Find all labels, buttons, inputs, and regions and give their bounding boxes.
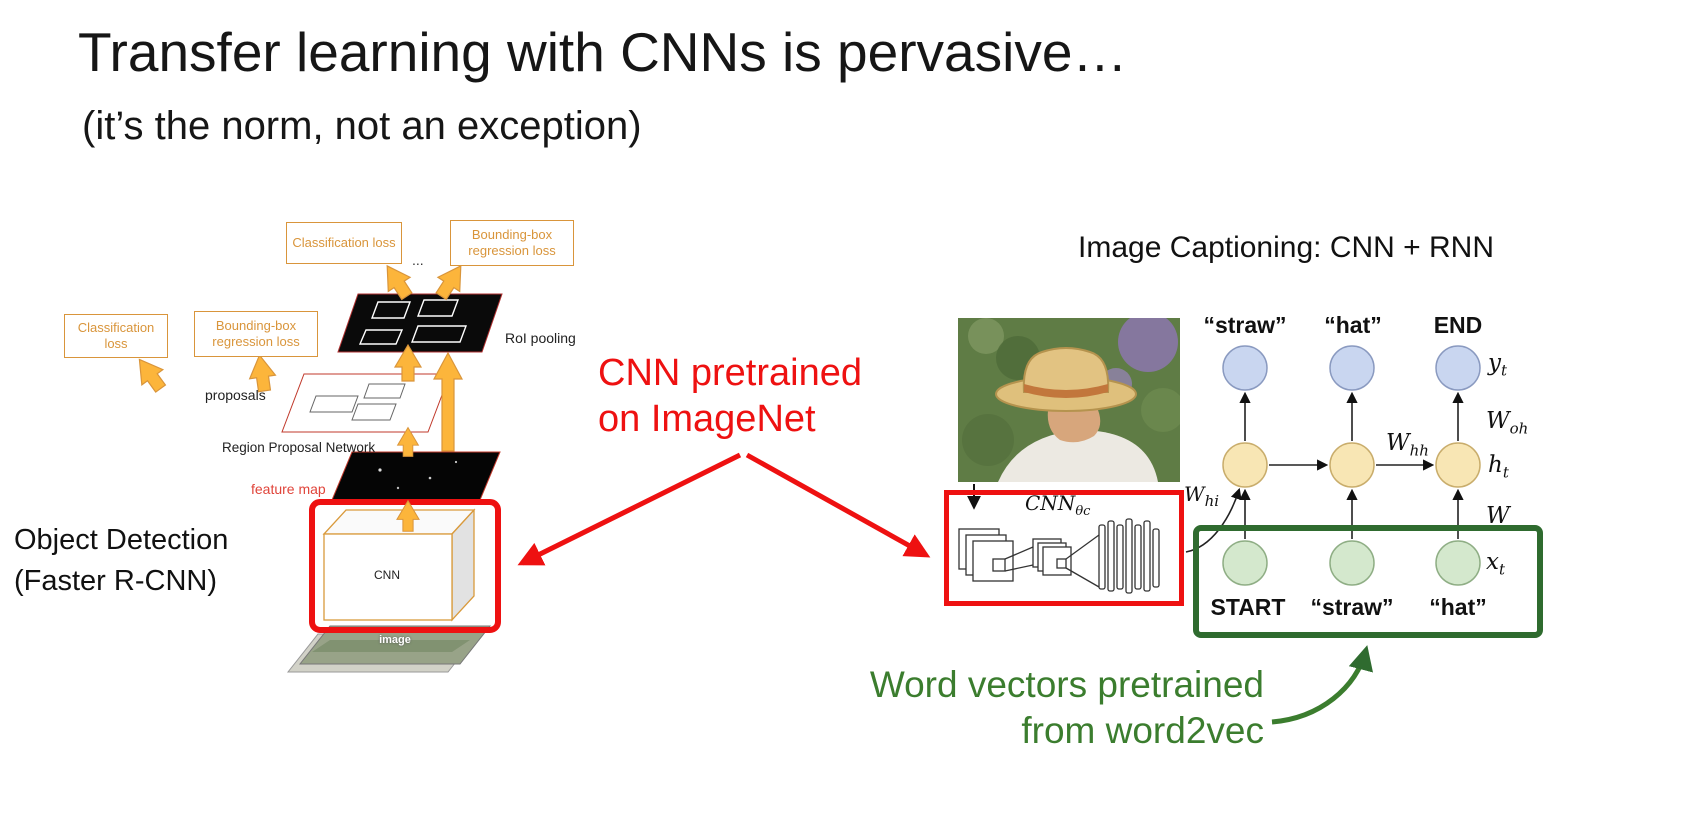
feature-map-panel <box>331 451 501 501</box>
math-sub: hi <box>1204 492 1220 510</box>
roi-pooling-label: RoI pooling <box>505 330 576 346</box>
math-label-w-partial: W <box>1486 503 1510 533</box>
bbox-regression-loss-box-top: Bounding-box regression loss <box>450 220 574 266</box>
cnn-pretrained-annotation-line1: CNN pretrained <box>598 352 862 394</box>
cnn-pretrained-annotation-line2: on ImageNet <box>598 398 816 441</box>
cnn-theta-label: CNNθc <box>1025 491 1090 519</box>
rnn-bottom-label-hat: “hat” <box>1429 594 1487 620</box>
math-sub: t <box>1502 463 1509 482</box>
math-main: W <box>1486 408 1510 434</box>
cnn-theta-sub: θc <box>1075 504 1091 519</box>
red-arrow-to-detection-cnn <box>517 452 742 566</box>
green-highlight-word-vectors <box>1193 525 1543 638</box>
rnn-hidden-node <box>1329 442 1375 488</box>
cnn-box-label: CNN <box>374 568 400 582</box>
word-vectors-annotation-line2: from word2vec <box>1021 710 1264 752</box>
math-main: W <box>1486 503 1510 529</box>
object-detection-caption-line1: Object Detection <box>14 524 229 556</box>
rnn-hidden-node <box>1222 442 1268 488</box>
cnn-pretrained-annotation: CNN pretrained on ImageNet <box>598 350 862 443</box>
bbox-regression-loss-box-left: Bounding-box regression loss <box>194 311 318 357</box>
classification-loss-box-left: Classification loss <box>64 314 168 358</box>
straw-hat-photo-art <box>958 312 1185 482</box>
slide-title: Transfer learning with CNNs is pervasive… <box>78 21 1128 83</box>
convnet-sketch <box>958 518 1160 594</box>
rnn-input-node <box>1435 540 1481 586</box>
object-detection-caption-line2: (Faster R-CNN) <box>14 564 217 597</box>
slide-subtitle: (it’s the norm, not an exception) <box>82 104 642 148</box>
classification-loss-box-top: Classification loss <box>286 222 402 264</box>
image-captioning-title: Image Captioning: CNN + RNN <box>1078 231 1495 264</box>
straw-hat-photo <box>958 312 1185 482</box>
rnn-diagram <box>1185 345 1543 638</box>
math-sub: t <box>1501 361 1508 380</box>
math-sub: t <box>1498 560 1506 579</box>
feature-map-label: feature map <box>251 481 326 497</box>
green-annotation-arrow <box>1271 645 1373 725</box>
roi-pooling-panel <box>337 293 503 353</box>
rnn-hidden-node <box>1435 442 1481 488</box>
image-stack <box>286 625 492 673</box>
captioning-cnn-box: CNNθc <box>944 490 1184 606</box>
image-label: image <box>379 634 411 646</box>
cnn-theta-main: CNN <box>1025 491 1076 515</box>
math-label-ht: ht <box>1488 452 1509 482</box>
rnn-top-label-straw: “straw” <box>1203 312 1287 338</box>
math-sub: oh <box>1509 419 1529 438</box>
red-annotation-arrows <box>517 452 931 566</box>
red-highlight-detection-cnn <box>309 499 501 633</box>
math-main: x <box>1486 549 1499 575</box>
orange-arrow <box>128 351 172 397</box>
math-label-yt: yt <box>1488 350 1507 380</box>
rnn-bottom-label-start: START <box>1210 594 1286 620</box>
rnn-top-label-end: END <box>1433 312 1483 338</box>
rnn-top-label-hat: “hat” <box>1324 312 1382 338</box>
math-label-whh: Whh <box>1386 430 1429 460</box>
rnn-output-node <box>1435 345 1481 391</box>
region-proposal-plane <box>281 373 451 433</box>
math-main: y <box>1488 350 1501 376</box>
rnn-input-node <box>1329 540 1375 586</box>
math-label-woh: Woh <box>1486 408 1528 438</box>
math-main: h <box>1488 452 1503 478</box>
math-main: W <box>1386 430 1410 456</box>
cnn-3d-box <box>322 508 476 622</box>
math-main: W <box>1184 482 1205 506</box>
region-proposal-network-label: Region Proposal Network <box>222 440 376 455</box>
rnn-output-node <box>1329 345 1375 391</box>
ellipsis-dots: ... <box>412 252 424 268</box>
proposals-label: proposals <box>205 387 266 403</box>
math-sub: hh <box>1409 441 1429 460</box>
object-detection-caption: Object Detection (Faster R-CNN) <box>14 520 228 601</box>
rnn-output-node <box>1222 345 1268 391</box>
rnn-bottom-label-straw: “straw” <box>1310 594 1394 620</box>
math-label-xt: xt <box>1486 549 1505 579</box>
word-vectors-annotation-line1: Word vectors pretrained <box>869 664 1264 705</box>
word-vectors-annotation: Word vectors pretrained from word2vec <box>824 662 1264 755</box>
red-arrow-to-captioning-cnn <box>745 452 931 558</box>
rnn-input-node <box>1222 540 1268 586</box>
math-label-whi: Whi <box>1184 482 1219 510</box>
